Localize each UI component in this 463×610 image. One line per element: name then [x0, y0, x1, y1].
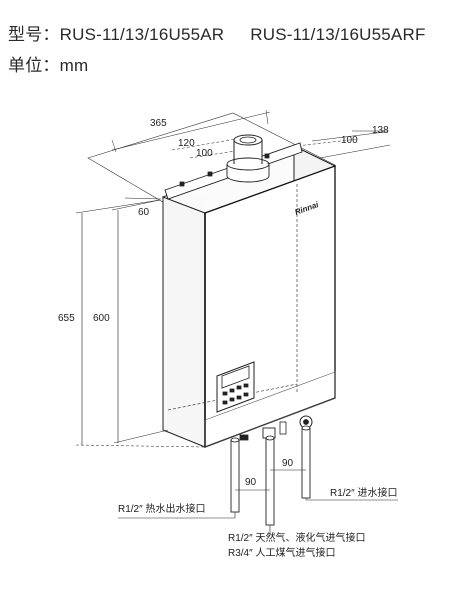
callout-cold-water-inlet: R1/2″ 进水接口: [330, 486, 397, 499]
dim-height-600: 600: [93, 313, 110, 324]
dim-gap-90-right: 90: [282, 458, 294, 469]
dim-right-100: 100: [341, 135, 358, 146]
callout-gas-town: R3/4″ 人工煤气进气接口: [228, 546, 335, 559]
bottom-dimensions: [235, 469, 306, 491]
model-header: 型号：RUS-11/13/16U55AR RUS-11/13/16U55ARF: [8, 20, 426, 45]
dim-depth-138: 138: [372, 125, 389, 136]
callout-hot-water-outlet: R1/2″ 热水出水接口: [118, 502, 205, 515]
callout-gas-natural-lpg: R1/2″ 天然气、液化气进气接口: [228, 531, 365, 544]
control-panel: [216, 361, 255, 413]
dim-width-365: 365: [150, 118, 167, 129]
height-dimensions: [75, 197, 206, 448]
pipe-connections: [230, 415, 313, 526]
unit-value: mm: [59, 56, 89, 75]
unit-header: 单位：mm: [8, 51, 88, 76]
dim-flue-120: 120: [178, 138, 195, 149]
model-number-ar: RUS-11/13/16U55AR: [59, 25, 225, 44]
dim-height-655: 655: [58, 313, 75, 324]
unit-label: 单位：: [8, 56, 60, 75]
dim-gap-90-left: 90: [245, 477, 257, 488]
dim-flue-100: 100: [196, 148, 213, 159]
flue-pipe: [226, 134, 270, 183]
callout-leaders: [118, 498, 398, 534]
dim-side-60: 60: [138, 207, 150, 218]
model-number-arf: RUS-11/13/16U55ARF: [250, 25, 426, 44]
model-label: 型号：: [8, 25, 60, 44]
